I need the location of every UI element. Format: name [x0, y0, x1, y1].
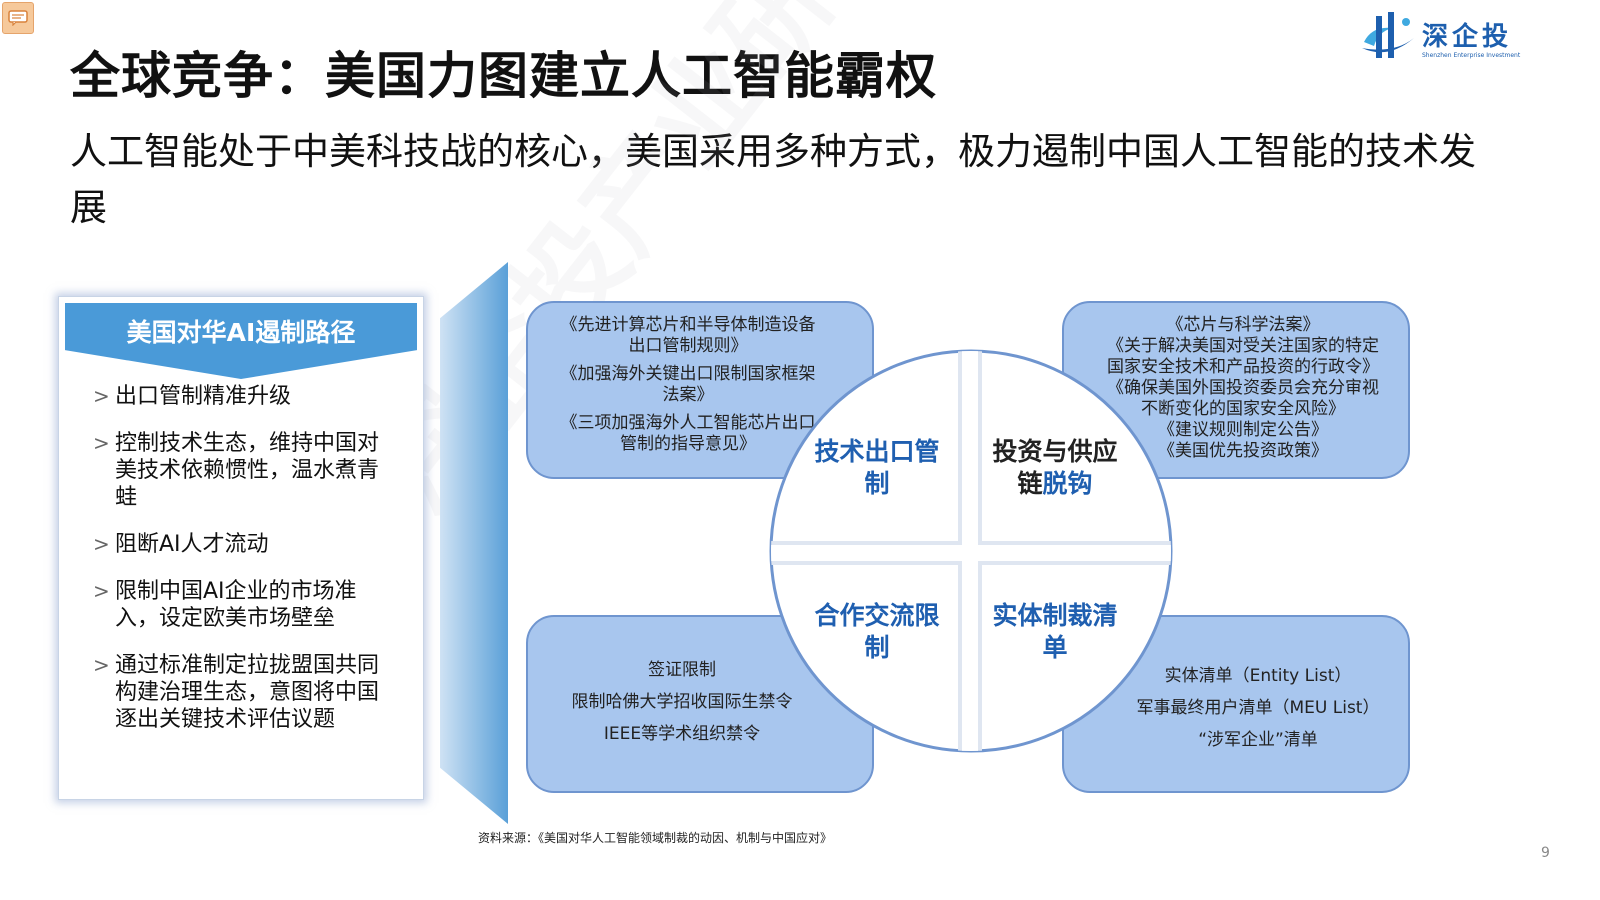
box-text-line: 签证限制: [648, 660, 716, 680]
box-text-line: 国家安全技术和产品投资的行政令》: [1107, 357, 1379, 377]
quadrant-label-line: 链脱钩: [980, 468, 1130, 500]
box-text-line: “涉军企业”清单: [1198, 730, 1318, 750]
list-item: >阻断AI人才流动: [93, 531, 393, 558]
box-text-line: 《先进计算芯片和半导体制造设备: [560, 315, 816, 335]
box-text-line: 《建议规则制定公告》: [1158, 420, 1328, 440]
quadrant-label-export-control: 技术出口管 制: [802, 436, 952, 500]
panel-header-title: 美国对华AI遏制路径: [126, 318, 356, 347]
comment-icon[interactable]: [2, 2, 34, 34]
quadrant-label-part: 链: [1017, 469, 1043, 498]
chevron-right-icon: >: [93, 431, 110, 455]
box-text-line: 《芯片与科学法案》: [1166, 315, 1320, 335]
panel-item-list: >出口管制精准升级 >控制技术生态，维持中国对美技术依赖惯性，温水煮青蛙 >阻断…: [93, 383, 393, 753]
quadrant-circle-graphic: [769, 349, 1173, 753]
funnel-connector: [440, 262, 508, 824]
box-text-line: 实体清单（Entity List）: [1164, 666, 1352, 686]
chevron-right-icon: >: [93, 653, 110, 677]
brand-logo-icon: [1362, 12, 1414, 58]
list-item: >控制技术生态，维持中国对美技术依赖惯性，温水煮青蛙: [93, 430, 393, 511]
box-text-line: 《加强海外关键出口限制国家框架: [560, 364, 816, 384]
quadrant-label-exchange-restriction: 合作交流限 制: [802, 600, 952, 664]
quadrant-label-line: 技术出口管: [814, 437, 940, 466]
quadrant-label-line: 合作交流限: [814, 601, 940, 630]
box-text-line: 法案》: [662, 385, 714, 405]
box-text-line: 不断变化的国家安全风险》: [1141, 399, 1345, 419]
box-text-line: 《美国优先投资政策》: [1158, 441, 1328, 461]
source-citation: 资料来源：《美国对华人工智能领域制裁的动因、机制与中国应对》: [478, 831, 833, 845]
quadrant-label-line: 制: [864, 633, 890, 662]
box-text-line: IEEE等学术组织禁令: [603, 724, 761, 744]
page-subtitle: 人工智能处于中美科技战的核心，美国采用多种方式，极力遏制中国人工智能的技术发展: [70, 130, 1476, 229]
list-item-text: 控制技术生态，维持中国对美技术依赖惯性，温水煮青蛙: [115, 431, 380, 510]
quadrant-label-line: 投资与供应: [992, 437, 1118, 466]
list-item-text: 阻断AI人才流动: [115, 532, 269, 557]
list-item: >出口管制精准升级: [93, 383, 393, 410]
page-title: 全球竞争：美国力图建立人工智能霸权: [70, 47, 937, 105]
box-text-line: 军事最终用户清单（MEU List）: [1136, 698, 1380, 718]
box-text-line: 限制哈佛大学招收国际生禁令: [571, 692, 793, 712]
box-text-line: 《确保美国外国投资委员会充分审视: [1107, 378, 1379, 398]
box-text-line: 《关于解决美国对受关注国家的特定: [1107, 336, 1379, 356]
box-text-line: 《三项加强海外人工智能芯片出口: [560, 413, 816, 433]
quadrant-label-line: 实体制裁清: [992, 601, 1118, 630]
quadrant-label-line: 制: [864, 469, 890, 498]
brand-logo: 深企投 Shenzhen Enterprise Investment: [1358, 8, 1528, 64]
list-item-text: 通过标准制定拉拢盟国共同构建治理生态，意图将中国逐出关键技术评估议题: [115, 653, 380, 732]
box-text-line: 管制的指导意见》: [620, 434, 756, 454]
containment-path-panel: 美国对华AI遏制路径 >出口管制精准升级 >控制技术生态，维持中国对美技术依赖惯…: [58, 296, 424, 800]
quadrant-label-investment-decoupling: 投资与供应 链脱钩: [980, 436, 1130, 500]
brand-name: 深企投: [1422, 22, 1513, 52]
brand-tagline: Shenzhen Enterprise Investment: [1422, 52, 1521, 59]
list-item: >通过标准制定拉拢盟国共同构建治理生态，意图将中国逐出关键技术评估议题: [93, 652, 393, 733]
list-item-text: 限制中国AI企业的市场准入，设定欧美市场壁垒: [115, 579, 357, 631]
quadrant-label-entity-sanction: 实体制裁清 单: [980, 600, 1130, 664]
chevron-right-icon: >: [93, 579, 110, 603]
investment-decoupling-box: 《芯片与科学法案》 《关于解决美国对受关注国家的特定 国家安全技术和产品投资的行…: [1062, 301, 1410, 479]
quadrant-label-highlight: 脱钩: [1042, 469, 1093, 498]
strategy-quadrant-circle: 技术出口管 制 投资与供应 链脱钩 合作交流限 制 实体制裁清 单: [768, 348, 1174, 754]
box-text-line: 出口管制规则》: [628, 336, 748, 356]
quadrant-label-line: 单: [1042, 633, 1068, 662]
chevron-right-icon: >: [93, 532, 110, 556]
list-item: >限制中国AI企业的市场准入，设定欧美市场壁垒: [93, 578, 393, 632]
list-item-text: 出口管制精准升级: [115, 384, 292, 409]
page-number: 9: [1541, 845, 1550, 861]
chevron-right-icon: >: [93, 384, 110, 408]
